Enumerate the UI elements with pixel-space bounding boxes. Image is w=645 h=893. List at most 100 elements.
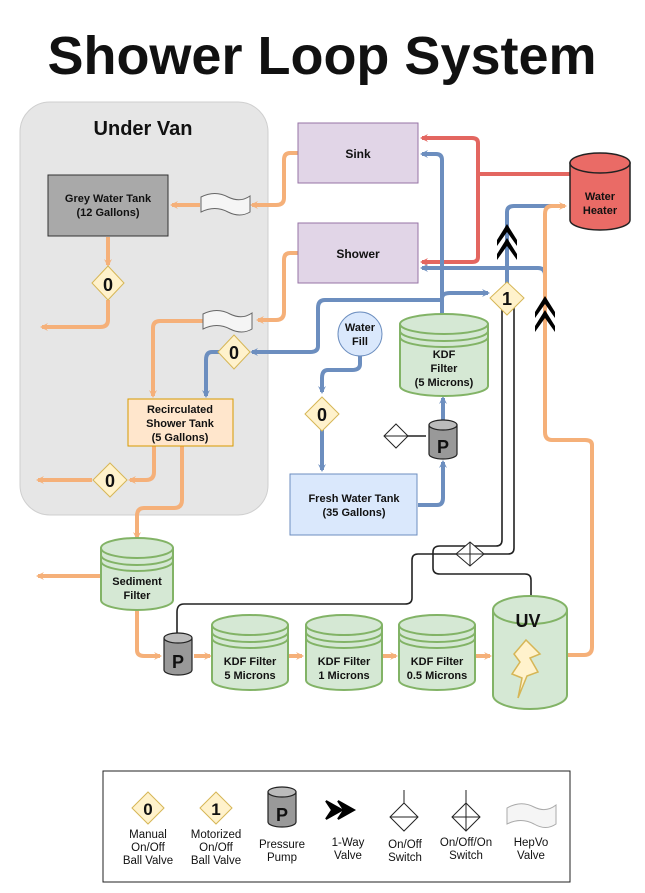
wire-uv (432, 308, 532, 597)
label-text: Manual (129, 829, 167, 841)
recirculated-shower-tank (127, 398, 234, 447)
on-off-switch-fresh-pump[interactable] (383, 423, 409, 449)
sediment-filter: Sediment Filter (100, 537, 174, 611)
motorized-valve[interactable]: 1 (489, 281, 525, 316)
label-text: On/Off (131, 842, 165, 854)
cold-pipe-to-recirc-valve (250, 298, 442, 356)
label-text: 0 (229, 343, 239, 363)
wire-pump (176, 553, 456, 634)
cold-pipe-to-heater (505, 204, 565, 283)
label-text: Switch (388, 852, 422, 864)
sink-box (297, 122, 419, 184)
label-text: Filter (431, 363, 459, 375)
label-text: Sediment (112, 576, 162, 588)
recirc-to-sediment (133, 446, 184, 540)
pressure-pump-fresh: P (428, 419, 458, 460)
label-text: KDF (433, 349, 456, 361)
fresh-to-pump (418, 460, 447, 507)
label-text: Recirculated (147, 404, 213, 416)
legend-pressure-pump: P Pressure Pump (259, 786, 305, 864)
label-text: On/Off/On (440, 837, 492, 849)
label-text: (5 Gallons) (152, 432, 209, 444)
kdf-filter-5-microns: KDF Filter 5 Microns (211, 614, 289, 691)
label-text: 0 (143, 800, 152, 819)
label-text: Pressure (259, 839, 305, 851)
shower-label: Shower (336, 247, 380, 261)
label-text: HepVo (514, 837, 549, 849)
label-text: Pump (267, 852, 297, 864)
label-text: 0 (103, 275, 113, 295)
label-text: 1-Way (332, 837, 365, 849)
uv-sterilizer: UV (492, 595, 568, 710)
label-text: 0.5 Microns (407, 670, 468, 682)
label-text: 0 (317, 405, 327, 425)
label-text: P (437, 437, 449, 457)
label-text: 5 Microns (224, 670, 275, 682)
label-text: 1 Microns (318, 670, 369, 682)
under-van-region (19, 101, 269, 516)
label-text: Ball Valve (123, 855, 173, 867)
legend-on-off-on-switch: On/Off/On Switch (440, 790, 492, 862)
recirc-to-valve (128, 446, 156, 484)
label-text: (35 Gallons) (323, 507, 386, 519)
label-text: Switch (449, 850, 483, 862)
label-text: Filter (124, 590, 152, 602)
label-text: On/Off (388, 839, 422, 851)
water-fill (337, 311, 383, 357)
label-text: 1 (211, 800, 220, 819)
label-text: Heater (583, 205, 618, 217)
label-text: Valve (517, 850, 545, 862)
label-text: UV (515, 611, 540, 631)
label-text: 0 (105, 471, 115, 491)
shower-drain (256, 251, 298, 324)
hot-pipe-sink (422, 138, 570, 176)
shower-drain-to-recirc (149, 319, 205, 398)
one-way-valve-heater-cold (497, 224, 517, 260)
manual-valve-grey[interactable]: 0 (91, 265, 125, 301)
label-text: Valve (334, 850, 362, 862)
manual-valve-fill[interactable]: 0 (304, 396, 340, 432)
kdf-filter-0-5-microns: KDF Filter 0.5 Microns (398, 614, 476, 691)
grey-water-tank (47, 174, 169, 237)
fresh-water-tank (289, 473, 418, 536)
cold-pipe-sink (420, 150, 444, 315)
one-way-valve-heater-grey (535, 296, 555, 332)
label-text: Motorized (191, 829, 242, 841)
kdf-filter-top: KDF Filter (5 Microns) (399, 313, 489, 397)
label-text: 1 (502, 289, 512, 309)
label-text: KDF Filter (318, 656, 371, 668)
legend-hepvo-valve: HepVo Valve (506, 803, 557, 862)
sediment-to-pump (135, 610, 162, 660)
label-text: On/Off (199, 842, 233, 854)
label-text: (12 Gallons) (77, 207, 140, 219)
label-text: KDF Filter (411, 656, 464, 668)
hepvo-valve-shower (202, 310, 253, 333)
manual-valve-recirc-fill[interactable]: 0 (217, 334, 251, 370)
label-text: Fresh Water Tank (308, 493, 400, 505)
label-text: Water (345, 322, 376, 334)
label-text: Ball Valve (191, 855, 241, 867)
legend (102, 770, 571, 883)
lightning-icon (510, 638, 542, 699)
under-van-label: Under Van (94, 118, 193, 140)
uv-to-heater (543, 202, 594, 657)
hepvo-valve-sink (200, 193, 251, 216)
wire-switch (484, 308, 515, 555)
label-text: P (276, 805, 288, 825)
page-title: Shower Loop System (47, 26, 596, 86)
label-text: Grey Water Tank (65, 193, 152, 205)
on-off-on-switch[interactable] (455, 541, 485, 567)
sink-label: Sink (345, 147, 371, 161)
label-text: Water (585, 191, 616, 203)
label-text: P (172, 652, 184, 672)
kdf-filter-1-micron: KDF Filter 1 Microns (305, 614, 383, 691)
label-text: Shower Tank (146, 418, 215, 430)
manual-valve-recirc-dump[interactable]: 0 (92, 462, 128, 498)
legend-one-way-valve: 1-Way Valve (325, 800, 365, 862)
label-text: (5 Microns) (415, 377, 474, 389)
legend-manual-valve: 0 Manual On/Off Ball Valve (123, 791, 173, 867)
hot-pipe-shower (420, 174, 480, 266)
cold-pipe-into-recirc (202, 350, 220, 398)
